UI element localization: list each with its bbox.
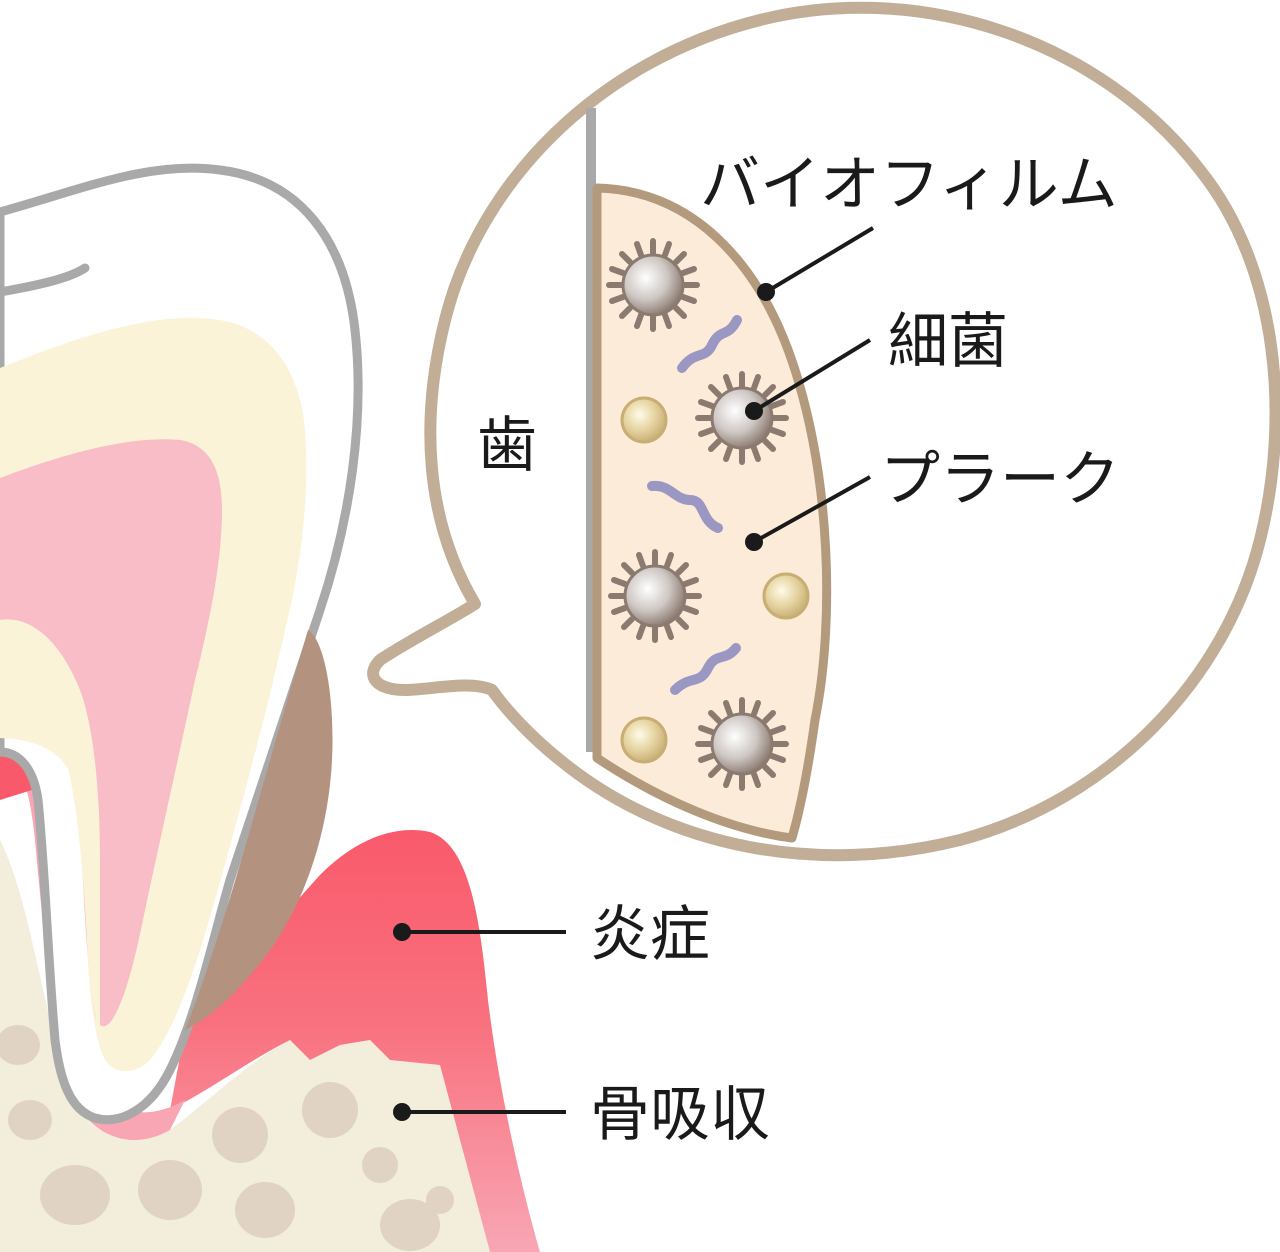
- gum-left-top: [0, 755, 32, 800]
- bacteria-spiky-group: [606, 238, 789, 791]
- bone-spot: [235, 1182, 295, 1238]
- bone-spot: [426, 1186, 454, 1214]
- leader-lines: [393, 226, 875, 1121]
- tooth-groove: [0, 263, 90, 297]
- bacteria-round: [620, 716, 668, 764]
- bone-spot: [40, 1165, 110, 1225]
- bone-spot: [138, 1160, 202, 1220]
- bone-spot: [0, 1025, 40, 1065]
- label-biofilm: バイオフィルム: [700, 150, 1118, 220]
- label-tooth: 歯: [477, 411, 537, 481]
- bone-area: [0, 840, 490, 1252]
- labels: 歯 バイオフィルム 細菌 プラーク 炎症 骨吸収: [477, 150, 1120, 1150]
- leader-dot-biofilm: [757, 283, 775, 301]
- label-inflammation: 炎症: [590, 900, 710, 970]
- tooth: [0, 163, 363, 1125]
- bacteria-spiral-group: [647, 315, 742, 695]
- bone-spot: [8, 1100, 52, 1140]
- bacteria-round: [762, 572, 810, 620]
- bacteria-spiky: [695, 697, 789, 791]
- tooth-pulp: [0, 439, 222, 1027]
- leader-dot-plaque: [745, 533, 763, 551]
- leader-bacteria: [752, 338, 872, 413]
- bacteria-spiky: [695, 371, 789, 465]
- leader-biofilm: [764, 226, 875, 294]
- leader-dot-bone-resorption: [393, 1103, 411, 1121]
- bone-spot: [302, 1082, 358, 1138]
- label-bacteria: 細菌: [888, 307, 1008, 377]
- bone: [0, 840, 490, 1252]
- bone-spots: [0, 1025, 454, 1251]
- bone-spot: [362, 1147, 398, 1183]
- tooth-pulp-inner: [0, 619, 100, 1030]
- bacteria-spiky: [606, 238, 700, 332]
- leader-dot-bacteria: [745, 402, 763, 420]
- bone-spot: [380, 1199, 440, 1251]
- leader-dot-inflammation: [393, 923, 411, 941]
- label-bone-resorption: 骨吸収: [590, 1080, 770, 1150]
- label-plaque: プラーク: [880, 445, 1120, 515]
- bacteria-spiky: [608, 549, 702, 643]
- bacteria-spiral: [670, 643, 741, 695]
- bacteria-spiral: [647, 480, 723, 533]
- magnified-bubble: [367, 1, 1280, 862]
- leader-plaque: [753, 475, 871, 544]
- bacteria-round: [620, 396, 668, 444]
- bone-spot: [212, 1107, 268, 1163]
- plaque-region: [592, 183, 832, 843]
- tooth-plaque-deposit: [185, 630, 333, 1030]
- gum-inflamed: [170, 829, 540, 1252]
- bacteria-spiral: [677, 315, 742, 373]
- bacteria-round-group: [620, 396, 810, 764]
